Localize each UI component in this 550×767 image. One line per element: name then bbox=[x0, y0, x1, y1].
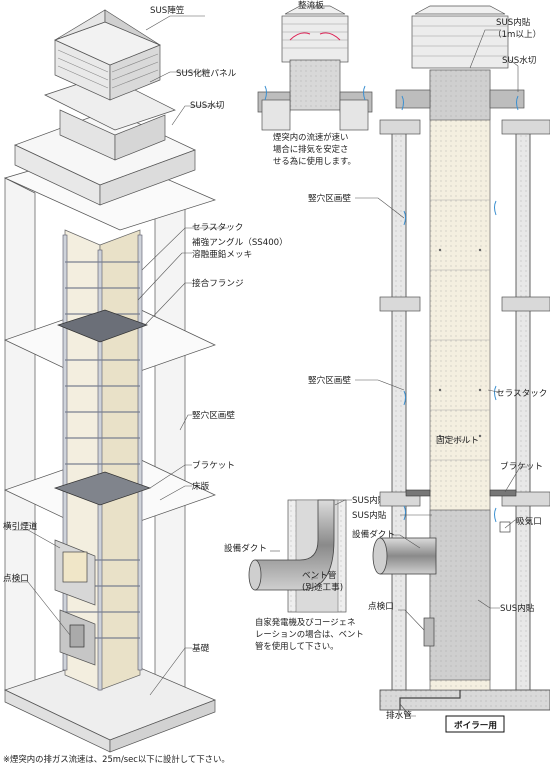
label-reinforcement-angle: 補強アングル（SS400） bbox=[192, 236, 288, 248]
label-joint-flange: 接合フランジ bbox=[192, 277, 244, 289]
label-drain-pipe: 排水管 bbox=[386, 709, 412, 721]
label-sus-cap: SUS陣笠 bbox=[150, 4, 185, 16]
note-bend-line-3: 管を使用して下さい。 bbox=[255, 641, 339, 651]
label-inspection-right: 点検口 bbox=[368, 600, 394, 612]
label-bend-pipe: ベント管 bbox=[302, 569, 337, 581]
note-rectifier-line-3: せる為に使用します。 bbox=[273, 156, 356, 166]
footnote: ※煙突内の排ガス流速は、25m/sec以下に設計して下さい。 bbox=[3, 754, 230, 764]
label-shaft-wall-upper: 竪穴区画壁 bbox=[308, 192, 351, 204]
label-sus-liner-top: SUS内貼 bbox=[496, 16, 531, 28]
cap-assembly bbox=[14, 9, 196, 206]
label-sus-liner-mid: SUS内貼 bbox=[352, 509, 387, 521]
label-foundation: 基礎 bbox=[192, 642, 210, 654]
label-inspection-left: 点検口 bbox=[3, 572, 29, 584]
label-sus-liner-low: SUS内貼 bbox=[500, 602, 535, 614]
label-bracket-right: ブラケット bbox=[500, 460, 543, 472]
note-bend-line-1: 自家発電機及びコージェネ bbox=[255, 617, 355, 627]
label-cerastack-right: セラスタック bbox=[496, 388, 547, 399]
label-shaft-wall-left: 竪穴区画壁 bbox=[192, 409, 235, 421]
left-isometric-view: SUS陣笠 SUS化粧パネル SUS水切 セラスタック 補強アングル（SS400… bbox=[3, 4, 288, 753]
label-sus-panel: SUS化粧パネル bbox=[176, 67, 237, 79]
label-galvanized: 溶融亜鉛メッキ bbox=[192, 248, 252, 260]
boiler-tag-label: ボイラー用 bbox=[454, 719, 497, 731]
label-sus-flashing-left: SUS水切 bbox=[190, 99, 225, 111]
label-horizontal-flue: 横引煙道 bbox=[3, 520, 38, 532]
right-duct bbox=[372, 521, 511, 575]
label-shaft-wall-mid: 竪穴区画壁 bbox=[308, 374, 351, 386]
label-bend-liner: SUS内貼 bbox=[352, 494, 387, 506]
label-bend-duct: 設備ダクト bbox=[224, 542, 267, 554]
label-sus-flashing-right: SUS水切 bbox=[502, 54, 537, 66]
stack-body bbox=[53, 229, 152, 691]
boiler-tag: ボイラー用 bbox=[445, 715, 505, 733]
right-stack-column bbox=[429, 69, 491, 691]
label-equipment-duct-right: 設備ダクト bbox=[352, 528, 395, 540]
label-fixing-bolt: 固定ボルト bbox=[436, 434, 479, 446]
note-rectifier-line-2: 場合に排気を安定さ bbox=[273, 144, 348, 154]
label-rectifier-plate: 整流板 bbox=[298, 0, 324, 11]
right-section-view: SUS内貼 （1m以上） SUS水切 竪穴区画壁 竪穴区画壁 セラスタック 固定… bbox=[308, 5, 550, 733]
note-bend-line-2: レーションの場合は、ベント bbox=[255, 629, 364, 639]
horizontal-flue bbox=[54, 539, 96, 606]
inspection-door bbox=[59, 609, 96, 666]
right-leader-lines bbox=[355, 29, 527, 717]
label-air-inlet: 吸気口 bbox=[516, 515, 542, 527]
label-floor-slab: 床版 bbox=[192, 480, 210, 492]
note-rectifier-line-1: 煙突内の流速が速い bbox=[273, 132, 348, 142]
bend-pipe-detail: SUS内貼 設備ダクト ベント管 (別途工事) 自家発電機及びコージェネ レーシ… bbox=[224, 494, 387, 651]
label-bracket-left: ブラケット bbox=[192, 459, 235, 471]
right-top-cap bbox=[395, 5, 525, 109]
label-bend-separate: (別途工事) bbox=[302, 581, 343, 593]
left-leader-lines bbox=[12, 15, 228, 696]
label-liner-length: （1m以上） bbox=[493, 29, 541, 40]
label-cerastack-left: セラスタック bbox=[192, 222, 243, 233]
rectifier-detail: 整流板 煙突内の流速が速い 場合に排気を安定さ せる為に使用します。 bbox=[257, 0, 373, 166]
